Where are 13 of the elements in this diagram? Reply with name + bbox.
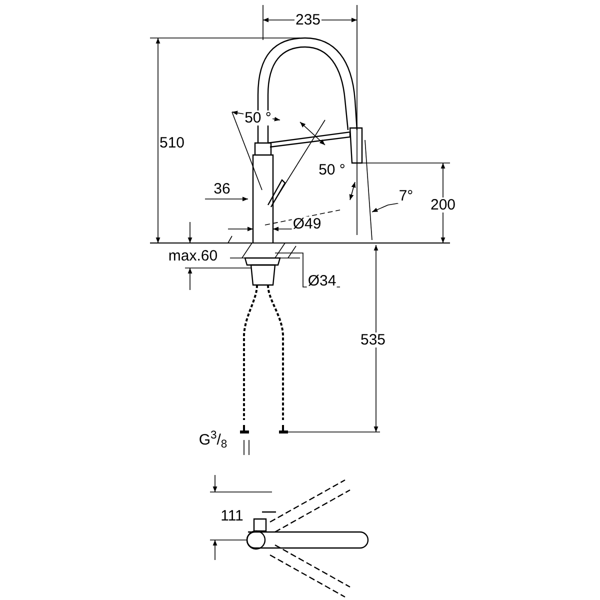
dimension-label: 535 — [359, 332, 387, 348]
dimension-label: 510 — [158, 136, 186, 150]
angle-label: 50 ° — [244, 110, 272, 126]
dimension-label: 200 — [429, 198, 457, 212]
dimension-label: 111 — [220, 508, 244, 524]
dimension-label: Ø49 — [292, 216, 322, 232]
dimension-label: max.60 — [167, 248, 219, 264]
dimension-label: 235 — [294, 12, 322, 28]
angle-label: 50 ° — [318, 162, 346, 178]
dimension-label: Ø34 — [306, 274, 338, 288]
thread-size-label: G$^{3}$/$_{8}$ — [198, 432, 228, 448]
dimension-label: 36 — [212, 182, 232, 196]
angle-label: 7° — [398, 188, 414, 204]
